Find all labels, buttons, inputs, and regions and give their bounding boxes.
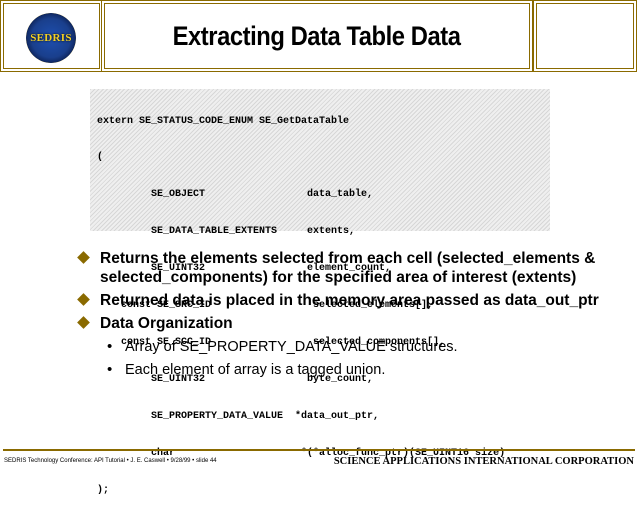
- bullet-text: Returns the elements selected from each …: [100, 250, 596, 286]
- diamond-bullet-icon: [77, 293, 90, 306]
- logo-panel: SEDRIS: [3, 3, 100, 69]
- title-panel: Extracting Data Table Data: [104, 3, 530, 69]
- code-line: SE_UINT32 element_count,: [97, 263, 392, 275]
- bullet-text: Data Organization: [100, 315, 233, 332]
- bullet-text: Returned data is placed in the memory ar…: [100, 292, 599, 309]
- logo-text: SEDRIS: [30, 32, 72, 44]
- bullet-item: Returns the elements selected from each …: [77, 249, 618, 287]
- code-line: SE_UINT32 byte_count,: [97, 373, 374, 385]
- code-line: extern SE_STATUS_CODE_ENUM SE_GetDataTab…: [97, 115, 350, 127]
- code-line: SE_DATA_TABLE_EXTENTS extents,: [97, 226, 356, 238]
- bullet-item: Returned data is placed in the memory ar…: [77, 291, 618, 310]
- footer-divider: [3, 449, 635, 451]
- footer-company-name: SCIENCE APPLICATIONS INTERNATIONAL CORPO…: [333, 456, 634, 467]
- bullet-item: Data Organization: [77, 314, 618, 333]
- code-line: SE_PROPERTY_DATA_VALUE *data_out_ptr,: [97, 410, 380, 422]
- bullet-list: Returns the elements selected from each …: [77, 249, 618, 380]
- code-line: );: [97, 484, 110, 496]
- dot-bullet-icon: •: [107, 338, 113, 355]
- diamond-bullet-icon: [77, 251, 90, 264]
- code-line: const SE_SCC_ID selected_components[],: [97, 336, 446, 348]
- code-line: char *(*alloc_func_ptr)(SE_UINT16 size): [97, 447, 506, 459]
- dot-bullet-icon: •: [107, 361, 113, 378]
- code-line: (: [97, 152, 104, 164]
- sub-bullet-text: Array of SE_PROPERTY_DATA_VALUE structur…: [125, 339, 458, 355]
- code-line: SE_OBJECT data_table,: [97, 189, 374, 201]
- code-block: extern SE_STATUS_CODE_ENUM SE_GetDataTab…: [90, 89, 550, 496]
- sedris-logo: SEDRIS: [26, 13, 76, 63]
- sub-bullet-item: • Array of SE_PROPERTY_DATA_VALUE struct…: [78, 337, 618, 357]
- blank-panel: [536, 3, 634, 69]
- sub-bullet-item: • Each element of array is a tagged unio…: [78, 360, 618, 380]
- slide-title: Extracting Data Table Data: [173, 20, 461, 51]
- diamond-bullet-icon: [77, 316, 90, 329]
- sub-bullet-text: Each element of array is a tagged union.: [125, 362, 386, 378]
- code-line: const SE_SRC_ID selected_elements[],: [97, 300, 434, 312]
- footer-left-text: SEDRIS Technology Conference: API Tutori…: [4, 458, 217, 464]
